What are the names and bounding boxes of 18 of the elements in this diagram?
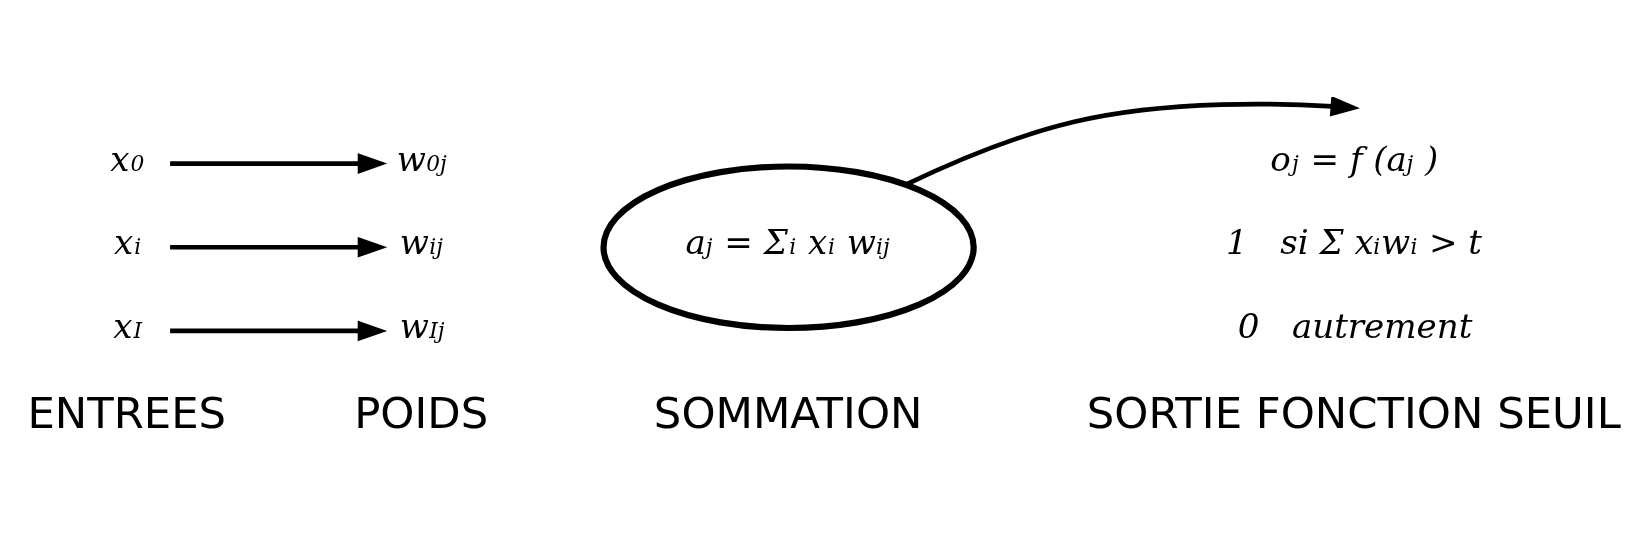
node-ellipse: aj = Σi xi wij (600, 162, 977, 331)
arrow (170, 320, 388, 341)
arrow (905, 96, 1361, 186)
node-text: x0 (110, 138, 145, 179)
node-text: xi (114, 221, 142, 262)
label: SOMMATION (653, 387, 923, 438)
node-text: w0j (396, 138, 447, 179)
label: SORTIE FONCTION SEUIL (1086, 387, 1621, 438)
arrow (170, 152, 388, 174)
arrow (170, 236, 388, 258)
label: oj = f (aj ) (1270, 138, 1439, 179)
label: ENTREES (27, 387, 227, 438)
label: 1 si Σ xiwi > t (1226, 221, 1483, 262)
label: 0 autrement (1237, 305, 1473, 346)
node-text: wij (399, 221, 443, 262)
node-text: xI (113, 305, 143, 346)
node-text: wIj (399, 305, 445, 346)
label: POIDS (354, 387, 489, 438)
